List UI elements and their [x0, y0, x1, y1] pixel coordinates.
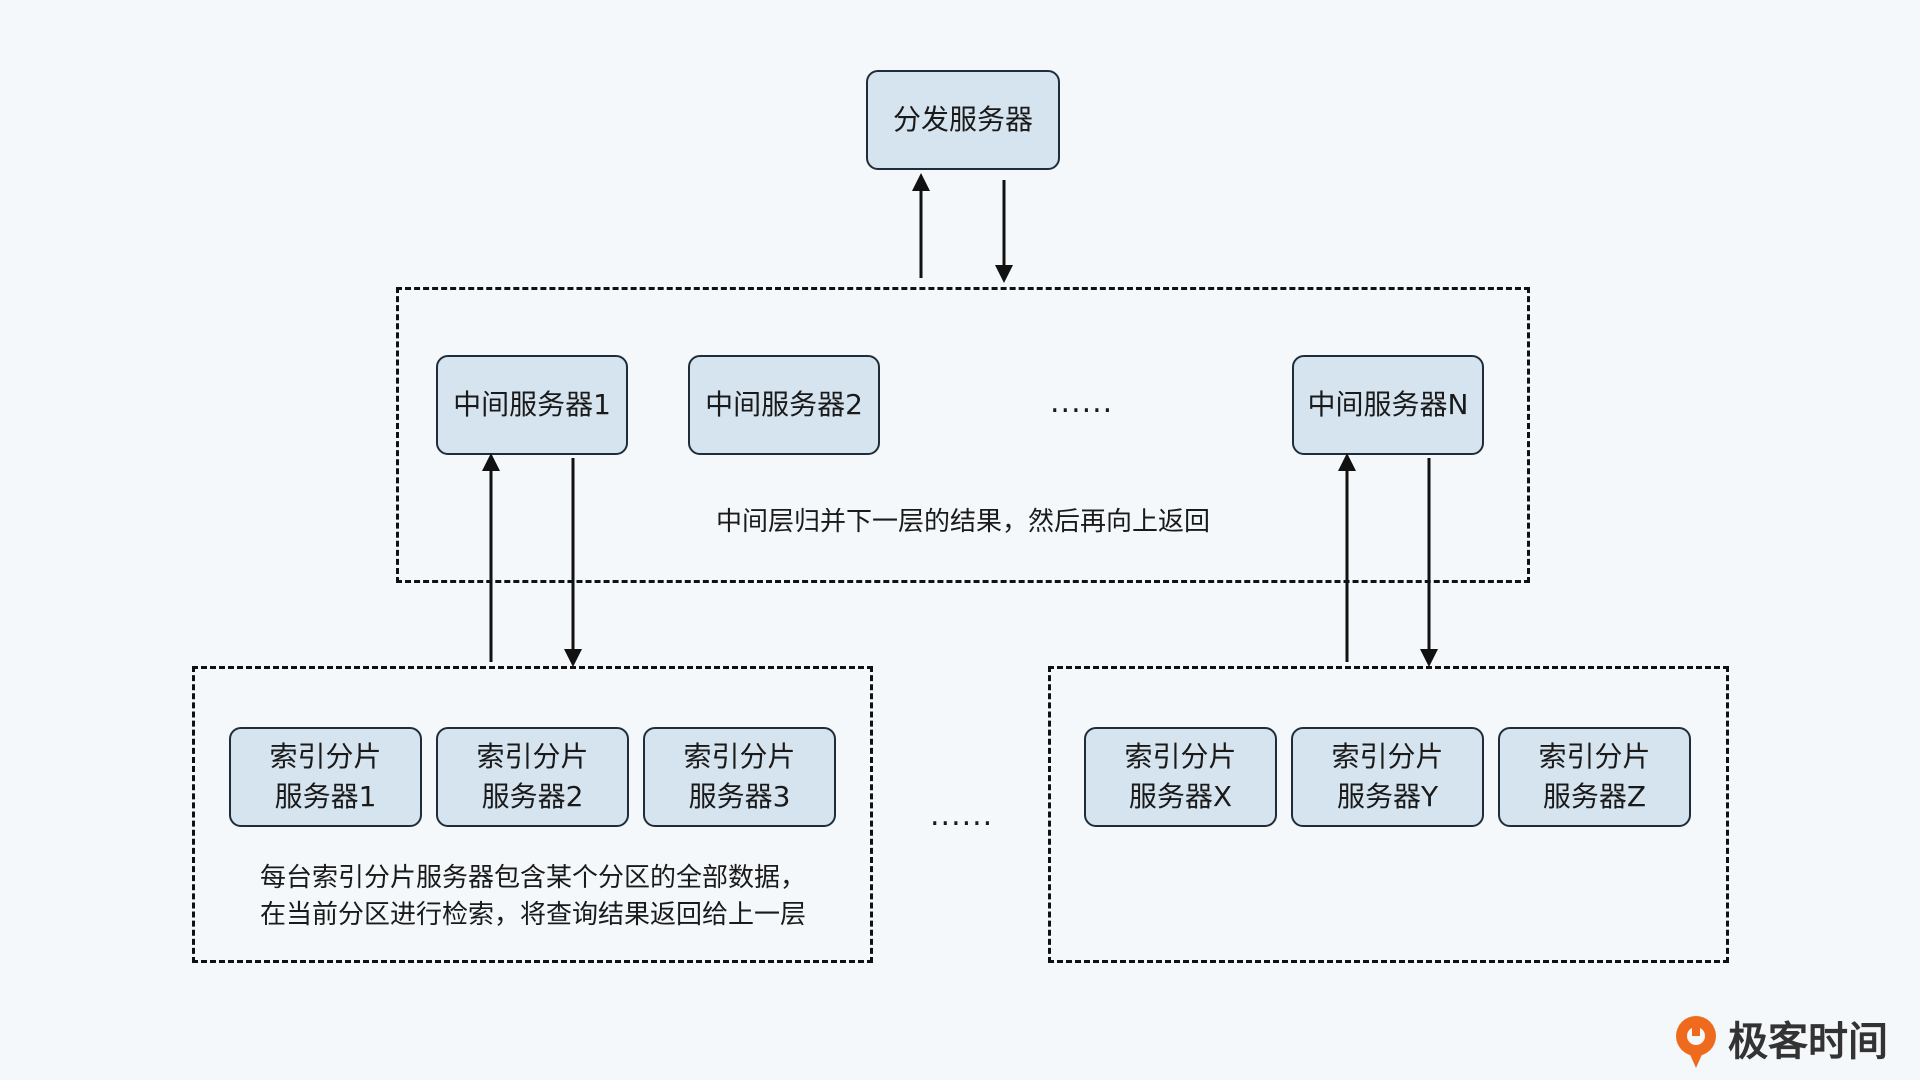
- shard-server-1: 索引分片 服务器1: [229, 727, 422, 827]
- shard-server-z-line1: 索引分片: [1538, 740, 1651, 773]
- dispatch-server-node: 分发服务器: [866, 70, 1060, 170]
- shard-note-line1: 每台索引分片服务器包含某个分区的全部数据，: [259, 863, 806, 893]
- shard-server-y-line2: 服务器Y: [1336, 780, 1439, 813]
- shard-group-left-note: 每台索引分片服务器包含某个分区的全部数据， 在当前分区进行检索，将查询结果返回给…: [220, 860, 846, 934]
- geektime-logo-icon: [1676, 1016, 1716, 1068]
- shard-server-x-line1: 索引分片: [1124, 740, 1237, 773]
- shard-server-y-line1: 索引分片: [1331, 740, 1444, 773]
- shard-server-1-line1: 索引分片: [269, 740, 382, 773]
- shard-group-left: [192, 666, 873, 963]
- middle-server-n-label: 中间服务器N: [1307, 388, 1469, 421]
- shard-server-z-line2: 服务器Z: [1542, 780, 1647, 813]
- geektime-logo: 极客时间: [1672, 1012, 1912, 1072]
- shard-server-3-line1: 索引分片: [683, 740, 796, 773]
- shard-server-2-line1: 索引分片: [476, 740, 589, 773]
- middle-server-2-label: 中间服务器2: [705, 388, 863, 421]
- shard-server-x-line2: 服务器X: [1128, 780, 1233, 813]
- middle-server-n: 中间服务器N: [1292, 355, 1484, 455]
- shard-server-z: 索引分片 服务器Z: [1498, 727, 1691, 827]
- shard-server-x: 索引分片 服务器X: [1084, 727, 1277, 827]
- middle-server-1: 中间服务器1: [436, 355, 628, 455]
- middle-ellipsis: ......: [1050, 385, 1114, 420]
- shard-server-y: 索引分片 服务器Y: [1291, 727, 1484, 827]
- middle-server-1-label: 中间服务器1: [453, 388, 611, 421]
- shard-note-line2: 在当前分区进行检索，将查询结果返回给上一层: [259, 900, 806, 930]
- shard-server-3: 索引分片 服务器3: [643, 727, 836, 827]
- middle-layer-group: [396, 287, 1530, 583]
- shard-server-1-line2: 服务器1: [274, 780, 377, 813]
- shard-ellipsis: ......: [930, 798, 994, 833]
- shard-server-2-line2: 服务器2: [481, 780, 584, 813]
- geektime-logo-text: 极客时间: [1728, 1019, 1888, 1065]
- shard-server-2: 索引分片 服务器2: [436, 727, 629, 827]
- shard-group-right: [1048, 666, 1729, 963]
- shard-server-3-line2: 服务器3: [688, 780, 791, 813]
- dispatch-server-label: 分发服务器: [892, 103, 1033, 136]
- middle-layer-note: 中间层归并下一层的结果，然后再向上返回: [715, 507, 1210, 537]
- middle-server-2: 中间服务器2: [688, 355, 880, 455]
